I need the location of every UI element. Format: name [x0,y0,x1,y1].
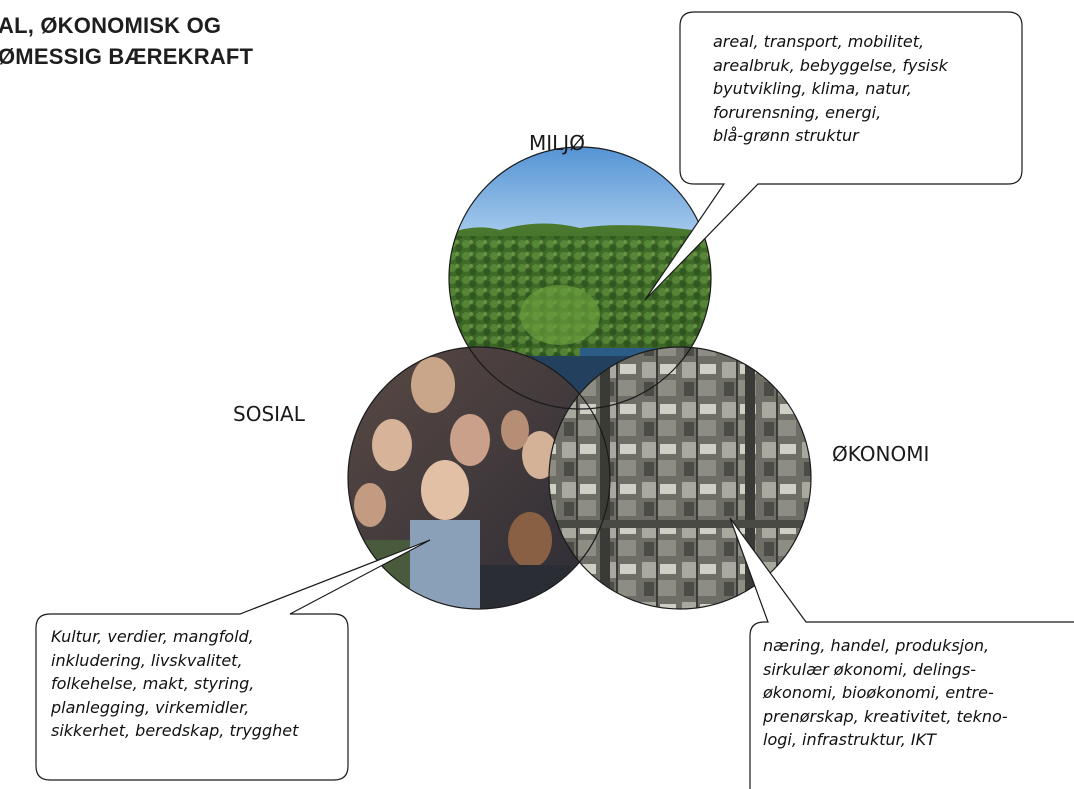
okonomi-callout-line: sirkulær økonomi, delings- [763,659,977,679]
okonomi-callout-line: prenørskap, kreativitet, tekno- [763,706,1008,726]
miljo-callout-line: arealbruk, bebyggelse, fysisk [713,55,948,75]
okonomi-callout-line: økonomi, bioøkonomi, entre- [763,683,994,702]
sosial-callout-line: planlegging, virkemidler, [51,697,250,717]
sosial-callout-line: inkludering, livskvalitet, [51,650,243,670]
sosial-callout-line: sikkerhet, beredskap, trygghet [51,721,299,740]
okonomi-callout-text: næring, handel, produksjon, sirkulær øko… [763,634,1008,752]
diagram-title: AL, ØKONOMISK OG ØMESSIG BÆREKRAFT [0,10,253,72]
miljo-callout-line: byutvikling, klima, natur, [713,79,912,98]
sosial-callout-line: folkehelse, makt, styring, [51,674,255,693]
okonomi-label: ØKONOMI [832,442,930,466]
miljo-callout-line: forurensning, energi, [713,102,882,122]
okonomi-circle-outline [548,346,812,610]
sosial-callout-line: Kultur, verdier, mangfold, [51,627,254,646]
sosial-circle-outline [347,346,611,610]
sosial-callout-bubble [35,539,431,781]
miljo-callout-line: blå-grønn struktur [713,126,859,145]
title-line-1: AL, ØKONOMISK OG [0,13,222,38]
sosial-label: SOSIAL [233,402,305,426]
okonomi-callout-bubble [729,517,1074,789]
okonomi-callout-line: logi, infrastruktur, IKT [763,730,936,749]
okonomi-circle-photo [549,347,811,609]
miljo-label: MILJØ [529,131,585,155]
title-line-2: ØMESSIG BÆREKRAFT [0,44,254,69]
miljo-callout-line: areal, transport, mobilitet, [713,32,925,51]
miljo-callout-bubble [644,11,1023,301]
sosial-callout-text: Kultur, verdier, mangfold, inkludering, … [51,625,298,743]
miljo-circle-outline [448,146,712,410]
sosial-circle-photo [348,347,610,609]
miljo-callout-text: areal, transport, mobilitet, arealbruk, … [713,30,948,148]
okonomi-callout-line: næring, handel, produksjon, [763,636,990,655]
